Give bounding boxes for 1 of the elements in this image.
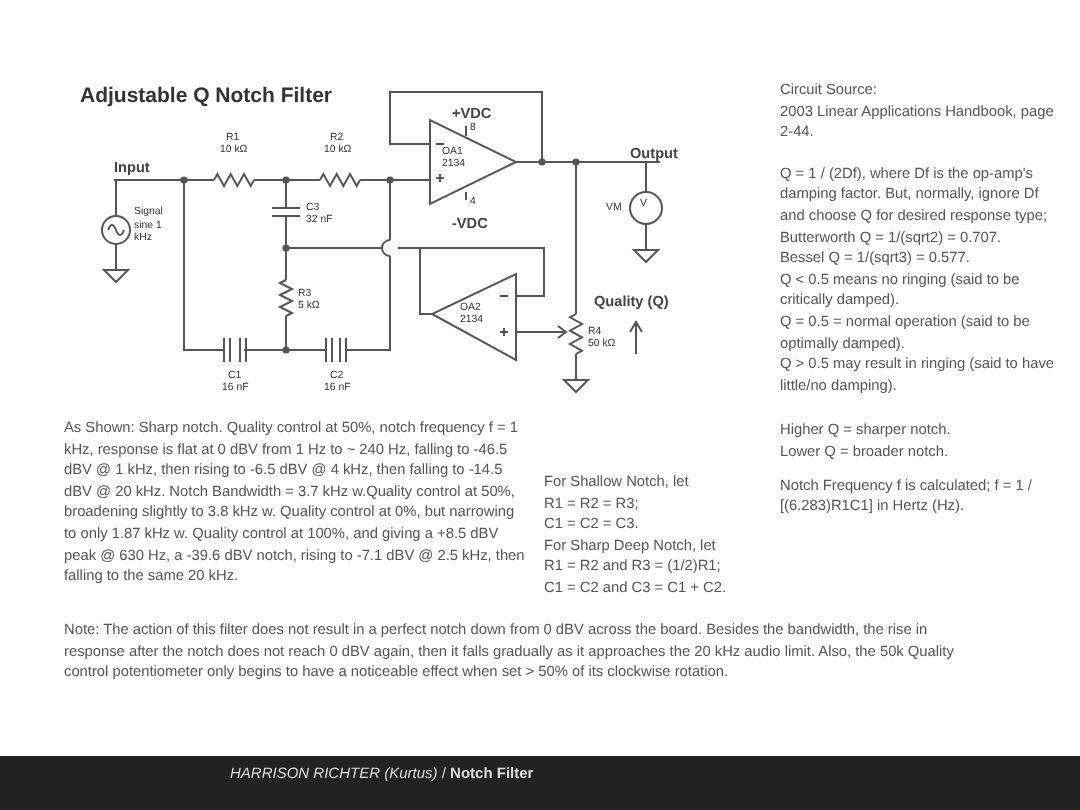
diagram-title: Adjustable Q Notch Filter xyxy=(80,84,333,109)
